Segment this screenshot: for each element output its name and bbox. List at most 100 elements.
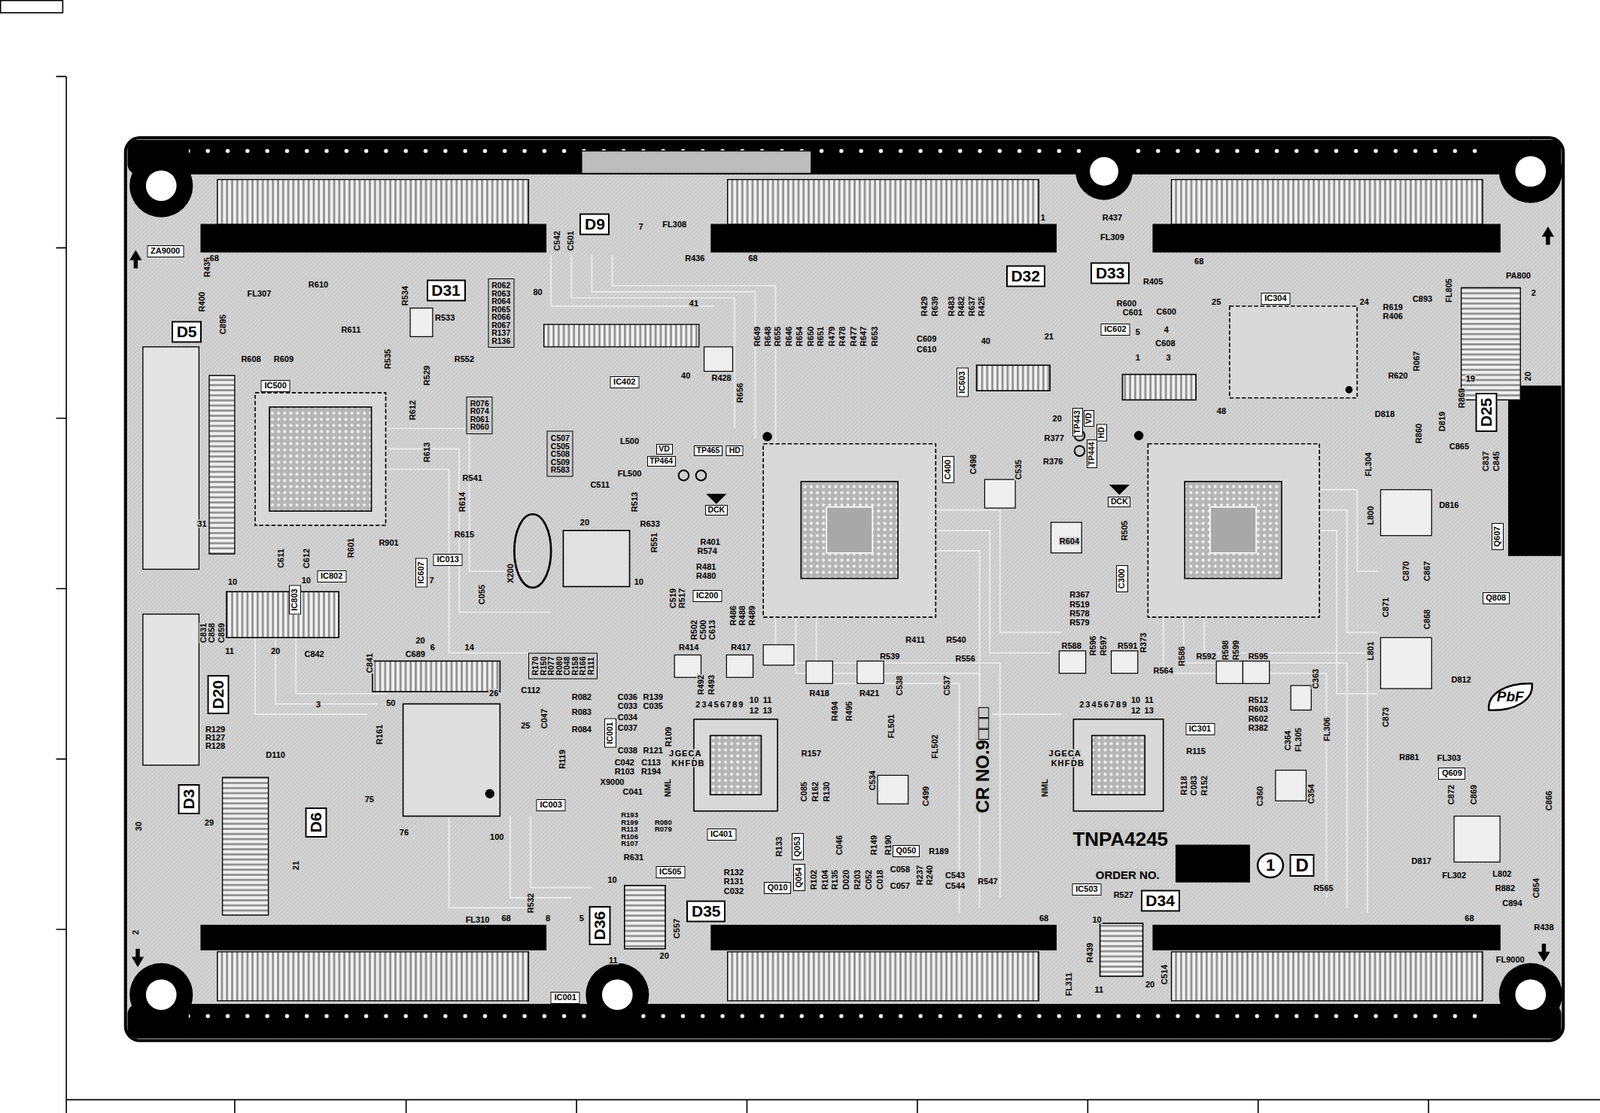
ic-package: [485, 789, 494, 798]
part-ref: R486: [728, 604, 737, 626]
part-ref: C037: [617, 723, 639, 732]
part-ref: C519: [668, 587, 677, 609]
part-ref: R654: [794, 325, 804, 347]
part-ref: R539: [879, 651, 901, 661]
pin-number: 2: [1078, 699, 1085, 709]
test-point-box: TP443: [1072, 407, 1083, 437]
pin-number: 11: [608, 955, 619, 965]
part-ref-box: Q808: [1482, 592, 1510, 605]
part-ref: R103: [614, 767, 636, 776]
part-ref: R421: [858, 688, 880, 697]
mounting-hole: [1089, 157, 1119, 186]
board-connector: [142, 151, 1521, 1001]
pin-number: 100: [489, 832, 505, 841]
part-ref: C600: [1155, 307, 1178, 316]
part-ref: R596: [1088, 635, 1098, 657]
zone-marker-box: D35: [686, 900, 726, 922]
part-label: R166: [578, 656, 588, 677]
part-ref: R901: [377, 538, 399, 548]
passive-component: [857, 660, 884, 684]
part-label: PbF: [1496, 689, 1524, 705]
part-label: D25: [1478, 397, 1495, 428]
board-connector: [711, 925, 1056, 951]
ic-package: [976, 365, 1051, 391]
pin-number: 3: [1165, 352, 1172, 362]
passive-component: [1051, 522, 1083, 554]
part-ref: R479: [827, 325, 837, 347]
pin-number: 7: [1109, 699, 1116, 709]
part-label: 1: [1265, 856, 1276, 874]
pin-row-letter: A: [693, 748, 702, 758]
part-ref-box: IC603: [956, 368, 969, 398]
part-label: C400: [943, 459, 953, 481]
part-ref: C052: [863, 869, 873, 891]
ic-package: [1092, 735, 1146, 795]
part-ref: R505: [1120, 520, 1129, 542]
zone-marker-box: D32: [1006, 265, 1046, 288]
part-ref: FL303: [1435, 754, 1462, 763]
part-label: D35: [690, 902, 721, 919]
part-ref: R631: [623, 852, 645, 861]
part-ref: C035: [642, 702, 664, 711]
pin-row-letter: B: [696, 759, 705, 768]
ic-package: [1134, 431, 1144, 440]
part-ref: FL310: [465, 915, 491, 924]
passive-component: [1380, 637, 1432, 689]
part-ref: C613: [708, 618, 717, 640]
part-ref: R135: [830, 869, 840, 891]
part-ref: R079: [653, 826, 673, 834]
circuit-board: [125, 137, 1564, 1041]
passive-component: [1111, 650, 1138, 674]
part-ref: C537: [942, 675, 952, 697]
pin-row-letter: B: [1076, 759, 1085, 768]
pin-number: 19: [1465, 374, 1476, 384]
part-label: D3: [179, 788, 197, 810]
pin-number: 10: [227, 577, 238, 586]
mounting-hole: [129, 154, 193, 218]
part-ref: C057: [889, 881, 911, 890]
part-ref: C511: [589, 480, 611, 490]
part-ref: FL302: [1441, 871, 1467, 880]
part-ref: R127: [204, 733, 226, 743]
part-ref: C842: [303, 650, 325, 659]
test-point-box: DCK: [705, 504, 728, 516]
passive-component: [1380, 489, 1432, 536]
part-ref: R881: [1398, 753, 1420, 762]
part-ref: C042: [614, 757, 636, 767]
part-ref-box: IC001: [604, 717, 617, 748]
zone-marker-box: D34: [1140, 890, 1181, 913]
pin-number: 68: [1038, 914, 1050, 923]
part-ref: R603: [1247, 705, 1269, 714]
part-label: IC803: [290, 588, 300, 612]
part-ref: R132: [723, 868, 745, 877]
pin-number: 48: [1216, 407, 1227, 416]
part-ref: R565: [1312, 883, 1334, 892]
part-ref: R152: [1199, 775, 1208, 797]
part-ref: C055: [477, 584, 486, 606]
part-ref: C514: [1160, 964, 1169, 986]
part-group-box: R076R074R061R060: [466, 396, 493, 435]
part-ref-box: IC402: [609, 376, 639, 389]
part-ref: FL306: [1322, 717, 1331, 743]
circuit-board: [188, 1012, 1491, 1022]
part-label: R060: [469, 422, 490, 432]
part-label: Q010: [766, 883, 788, 893]
part-ref: C608: [1154, 338, 1176, 347]
part-ref: R482: [957, 295, 966, 317]
part-ref: R240: [925, 864, 934, 886]
part-ref: R592: [1195, 651, 1217, 661]
part-ref: C893: [1411, 295, 1433, 304]
pin-number: 80: [532, 287, 543, 296]
pin-number: 14: [464, 642, 475, 651]
part-ref: C837: [1481, 450, 1491, 472]
part-ref: R517: [677, 587, 686, 609]
part-label: R137: [490, 328, 512, 338]
board-connector: [200, 925, 546, 951]
part-ref: L802: [1491, 869, 1512, 878]
part-ref: D020: [842, 869, 851, 891]
board-connector: [1152, 224, 1500, 253]
part-ref: R579: [1068, 618, 1090, 627]
part-ref: C535: [1014, 459, 1023, 481]
